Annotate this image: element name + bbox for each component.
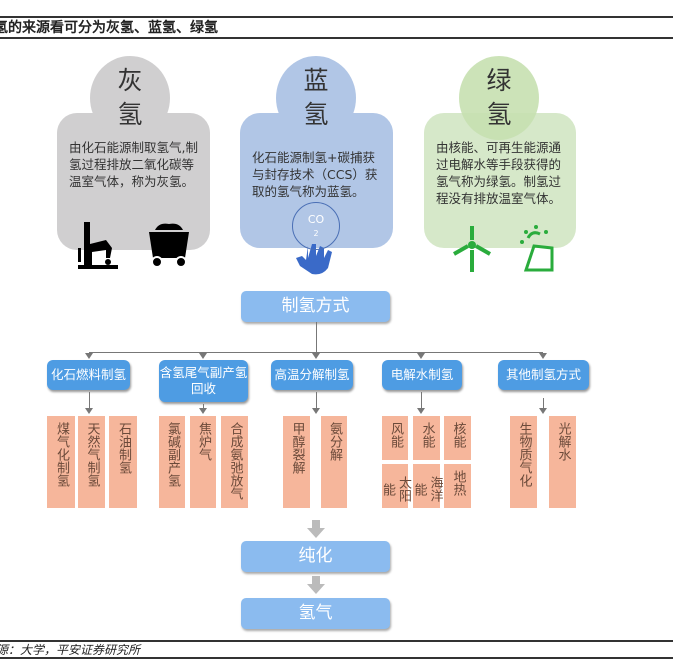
category-label: 其他制氢方式: [505, 367, 581, 382]
method-item: 地热: [444, 464, 471, 508]
category-box: 电解水制氢: [382, 360, 462, 390]
connector-line: [316, 322, 317, 352]
grey-hydrogen-card: 由化石能源制取氢气,制氢过程排放二氧化碳等温室气体，称为灰氢。: [57, 113, 210, 250]
badge-char: 氢: [117, 100, 143, 129]
blue-hydrogen-desc: 化石能源制氢+碳捕获与封存技术（CCS）获取的氢气称为蓝氢。: [252, 150, 378, 199]
grey-hydrogen-desc: 由化石能源制取氢气,制氢过程排放二氧化碳等温室气体，称为灰氢。: [69, 140, 198, 189]
connector-line: [89, 392, 90, 410]
method-item: 生物质气化: [510, 416, 537, 508]
connector-line: [543, 398, 544, 410]
connector-line: [89, 352, 543, 353]
category-box: 含氢尾气副产氢回收: [159, 360, 248, 402]
method-item: 核能: [444, 416, 471, 460]
badge-char: 绿: [486, 66, 512, 95]
method-item: 焦炉气: [190, 416, 216, 508]
solar-panel-icon: [520, 225, 554, 272]
method-label: 太阳能: [380, 476, 411, 502]
badge-char: 蓝: [303, 66, 329, 95]
method-item: 合成氨弛放气: [221, 416, 248, 508]
co2-subscript: 2: [313, 229, 319, 238]
method-label: 海洋能: [411, 476, 443, 502]
method-item: 氯碱副产氢: [159, 416, 185, 508]
category-label: 化石燃料制氢: [50, 367, 126, 382]
method-label: 氨分解: [327, 422, 342, 461]
connector-line: [421, 392, 422, 410]
co2-bubble-icon: CO 2: [292, 202, 340, 250]
method-label: 光解水: [555, 422, 571, 461]
method-item: 煤气化制氢: [47, 416, 75, 508]
category-box: 其他制氢方式: [498, 360, 589, 390]
method-item: 石油制氢: [109, 416, 137, 508]
method-item: 光解水: [549, 416, 576, 508]
green-hydrogen-desc: 由核能、可再生能源通过电解水等手段获得的氢气称为绿氢。制氢过程没有排放温室气体。: [436, 140, 562, 206]
method-item: 海洋能: [411, 464, 443, 508]
method-label: 合成氨弛放气: [227, 422, 243, 500]
oil-pump-icon: [78, 222, 118, 269]
bottom-rule: [0, 657, 673, 659]
capture-hand-icon: [296, 244, 332, 275]
footer-rule: [0, 640, 673, 642]
hydrogen-gas-box: 氢气: [241, 598, 390, 629]
purification-box: 纯化: [241, 541, 390, 572]
grey-hydrogen-badge: 灰氢: [90, 56, 170, 140]
method-label: 煤气化制氢: [54, 422, 69, 487]
down-arrow-icon: [417, 408, 425, 414]
down-arrow-icon: [85, 353, 93, 359]
down-arrow-icon: [539, 353, 547, 359]
category-box: 化石燃料制氢: [47, 360, 130, 390]
source-note: 源：大学，平安证券研究所: [0, 643, 141, 657]
coal-cart-icon: [149, 223, 189, 268]
category-label: 含氢尾气副产氢回收: [159, 365, 248, 396]
method-label: 水能: [419, 422, 435, 448]
method-label: 地热: [450, 470, 466, 496]
method-label: 氯碱副产氢: [165, 422, 180, 487]
method-item: 风能: [382, 416, 408, 460]
method-label: 核能: [450, 422, 466, 448]
figure-title: 氢的来源看可分为灰氢、蓝氢、绿氢: [0, 20, 218, 36]
co2-label: CO: [307, 213, 325, 226]
method-label: 风能: [388, 422, 403, 448]
method-item: 甲醇裂解: [283, 416, 310, 508]
down-arrow-icon: [312, 353, 320, 359]
hydrogen-production-methods-box: 制氢方式: [241, 291, 390, 322]
blue-hydrogen-badge: 蓝氢: [276, 56, 356, 140]
down-arrow-icon: [417, 353, 425, 359]
method-label: 甲醇裂解: [289, 422, 305, 474]
connector-line: [316, 392, 317, 410]
down-arrow-icon: [307, 576, 325, 594]
method-item: 氨分解: [321, 416, 347, 508]
method-item: 天然气制氢: [78, 416, 105, 508]
method-item: 太阳能: [380, 464, 411, 508]
category-box: 高温分解制氢: [271, 360, 353, 390]
title-rule: [0, 37, 673, 39]
category-label: 高温分解制氢: [274, 367, 350, 382]
connector-line: [203, 404, 204, 410]
down-arrow-icon: [312, 408, 320, 414]
down-arrow-icon: [199, 408, 207, 414]
category-label: 电解水制氢: [390, 367, 454, 382]
badge-char: 氢: [486, 100, 512, 129]
method-label: 焦炉气: [196, 422, 211, 461]
badge-char: 灰: [117, 66, 143, 95]
down-arrow-icon: [307, 520, 325, 538]
badge-char: 氢: [303, 100, 329, 129]
top-rule: [0, 16, 673, 18]
method-label: 石油制氢: [116, 422, 131, 474]
method-label: 天然气制氢: [84, 422, 100, 487]
wind-turbine-icon: [453, 226, 491, 272]
method-label: 生物质气化: [516, 422, 532, 487]
down-arrow-icon: [539, 408, 547, 414]
down-arrow-icon: [85, 408, 93, 414]
method-item: 水能: [413, 416, 440, 460]
down-arrow-icon: [199, 353, 207, 359]
green-hydrogen-badge: 绿氢: [459, 56, 539, 140]
